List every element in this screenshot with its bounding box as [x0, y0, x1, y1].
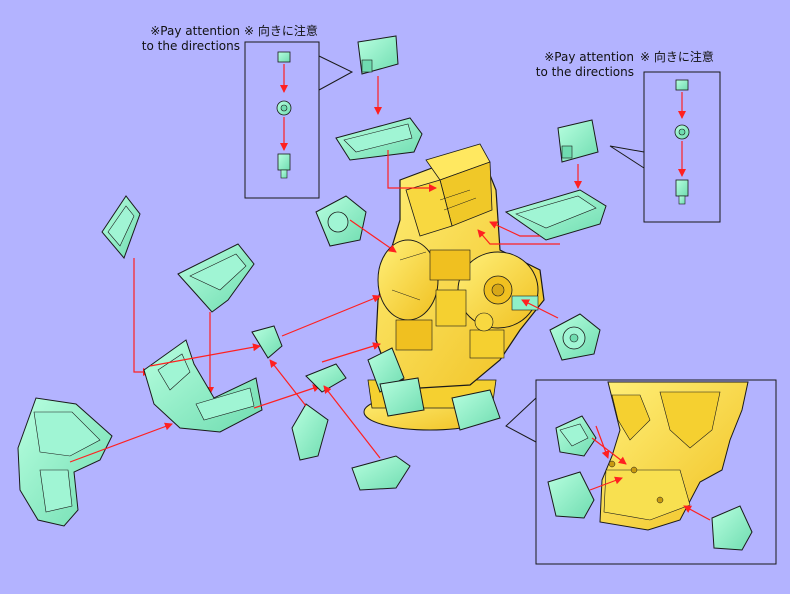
left-note-japanese: ※ 向きに注意 [244, 24, 318, 38]
left-green-parts [17, 195, 411, 527]
right-round-part [521, 299, 601, 361]
right-note-english: ※Pay attention to the directions [514, 50, 634, 80]
left-round-part [315, 195, 397, 253]
right-note-line2: to the directions [535, 65, 634, 79]
right-note-japanese: ※ 向きに注意 [640, 50, 714, 64]
left-direction-callout [244, 41, 354, 199]
top-right-green-part [477, 119, 607, 245]
detail-inset [505, 379, 777, 565]
green-lower-parts [367, 347, 501, 431]
top-left-green-part [335, 35, 437, 192]
right-direction-callout [609, 71, 721, 223]
right-note-line1: ※Pay attention [544, 50, 634, 64]
left-note-line2: to the directions [141, 39, 240, 53]
left-note-line1: ※Pay attention [150, 24, 240, 38]
left-note-english: ※Pay attention to the directions [120, 24, 240, 54]
